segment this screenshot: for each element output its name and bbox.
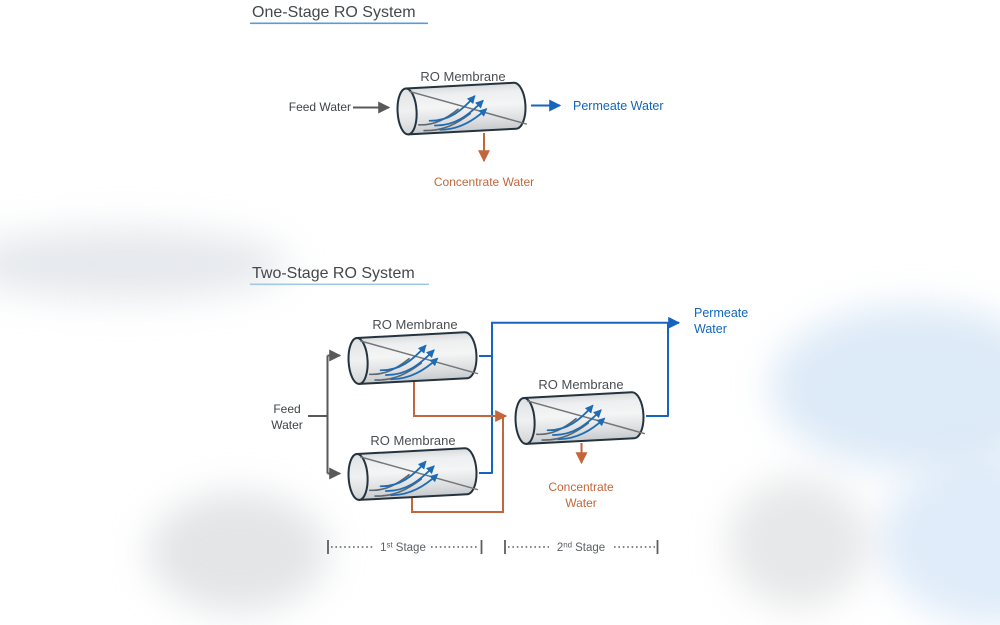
- one-stage-title: One-Stage RO System: [252, 4, 416, 21]
- ro-membrane-cylinder: [396, 82, 527, 135]
- concentrate-water-label-line2: Water: [565, 496, 597, 510]
- two-stage-title: Two-Stage RO System: [252, 265, 415, 282]
- ro-membrane-label: RO Membrane: [420, 69, 505, 84]
- stage-marker-2: [504, 540, 659, 554]
- ro-membrane-cylinder-bottom: [347, 448, 478, 501]
- two-stage-title-underline: [250, 283, 429, 286]
- permeate-water-label-line2: Water: [694, 322, 727, 336]
- permeate-routing-lines: [479, 322, 669, 474]
- one-stage-diagram: One-Stage RO System RO Membrane Feed Wat…: [250, 4, 664, 189]
- concentrate-routing-lines: [411, 381, 504, 513]
- feed-water-label-line1: Feed: [273, 402, 300, 416]
- permeate-water-label: Permeate Water: [573, 99, 664, 113]
- ro-membrane-cylinder-top: [347, 332, 478, 385]
- ro-membrane-label-bottom: RO Membrane: [370, 433, 455, 448]
- slide-canvas: One-Stage RO System RO Membrane Feed Wat…: [0, 4, 1000, 625]
- stage-marker-1: [327, 540, 483, 554]
- ro-membrane-label-stage2: RO Membrane: [538, 377, 623, 392]
- concentrate-water-label-line1: Concentrate: [548, 480, 614, 494]
- two-stage-diagram: Two-Stage RO System Feed Water Permeate …: [250, 265, 748, 554]
- concentrate-water-label: Concentrate Water: [434, 175, 534, 189]
- ro-system-diagrams: One-Stage RO System RO Membrane Feed Wat…: [250, 4, 748, 554]
- ro-membrane-label-top: RO Membrane: [372, 317, 457, 332]
- feed-water-label-line2: Water: [271, 418, 303, 432]
- one-stage-title-underline: [250, 22, 428, 25]
- feed-water-label: Feed Water: [289, 100, 351, 114]
- permeate-water-label-line1: Permeate: [694, 306, 748, 320]
- feed-branch-lines: [308, 355, 329, 474]
- ro-membrane-cylinder-stage2: [514, 392, 645, 445]
